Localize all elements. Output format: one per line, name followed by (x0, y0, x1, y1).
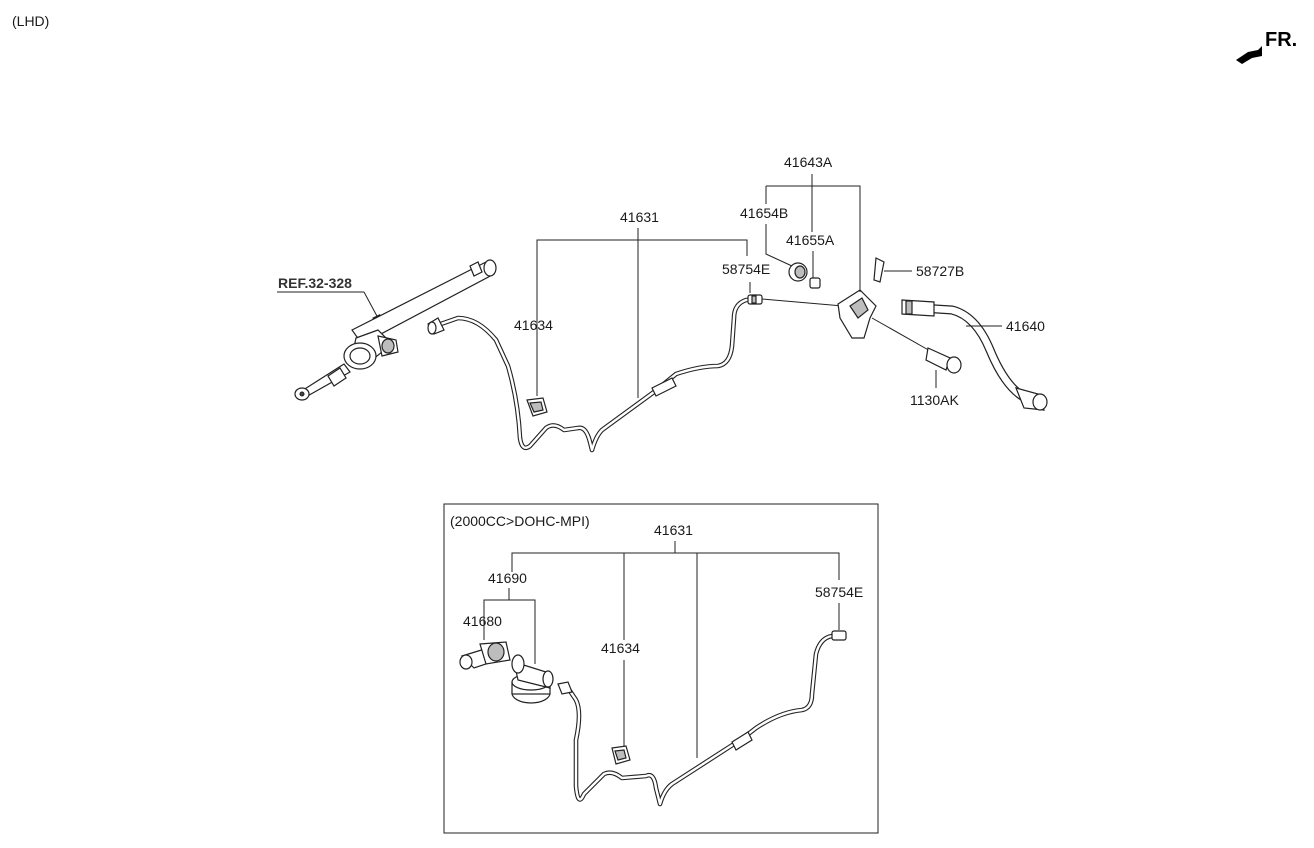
label-41631-main: 41631 (620, 209, 659, 225)
retainer-clip (873, 257, 885, 283)
label-41680: 41680 (463, 613, 502, 629)
bolt (871, 317, 962, 374)
label-41690: 41690 (488, 570, 527, 586)
label-41643A: 41643A (784, 154, 833, 170)
seal (809, 277, 821, 289)
label-58754E-main: 58754E (722, 261, 770, 277)
label-41634-inset: 41634 (601, 640, 640, 656)
grommet (788, 262, 808, 282)
release-cylinder (459, 641, 511, 670)
inset-title: (2000CC>DOHC-MPI) (450, 513, 590, 529)
inset-frame (443, 503, 879, 834)
inset-leader-lines (483, 541, 840, 758)
master-cylinder (294, 259, 497, 401)
main-assembly: REF.32-328 (277, 154, 1048, 453)
inset-assembly: (2000CC>DOHC-MPI) (443, 503, 879, 834)
label-41655A: 41655A (786, 232, 835, 248)
ref-label: REF.32-328 (278, 275, 352, 291)
label-1130AK: 1130AK (910, 392, 959, 408)
ref-leader (363, 291, 379, 319)
label-58727B: 58727B (916, 263, 964, 279)
main-hydraulic-tube (427, 297, 763, 453)
label-41654B: 41654B (740, 205, 788, 221)
inset-tube-clip (611, 745, 631, 765)
inset-hydraulic-tube (557, 630, 847, 807)
clutch-hose (901, 299, 1048, 411)
front-direction-label: FR. (1265, 29, 1297, 51)
main-leader-lines (536, 174, 1002, 398)
label-41634-main: 41634 (514, 317, 553, 333)
main-tube-clip (526, 397, 548, 417)
label-41640: 41640 (1006, 318, 1045, 334)
front-direction-indicator: FR. (1236, 29, 1297, 64)
main-connector (747, 294, 763, 305)
label-41631-inset: 41631 (654, 522, 693, 538)
label-58754E-inset: 58754E (815, 584, 863, 600)
front-arrow-icon (1236, 46, 1262, 64)
variant-label: (LHD) (12, 13, 49, 29)
release-cylinder-body (511, 654, 554, 704)
hose-bracket (837, 289, 877, 339)
